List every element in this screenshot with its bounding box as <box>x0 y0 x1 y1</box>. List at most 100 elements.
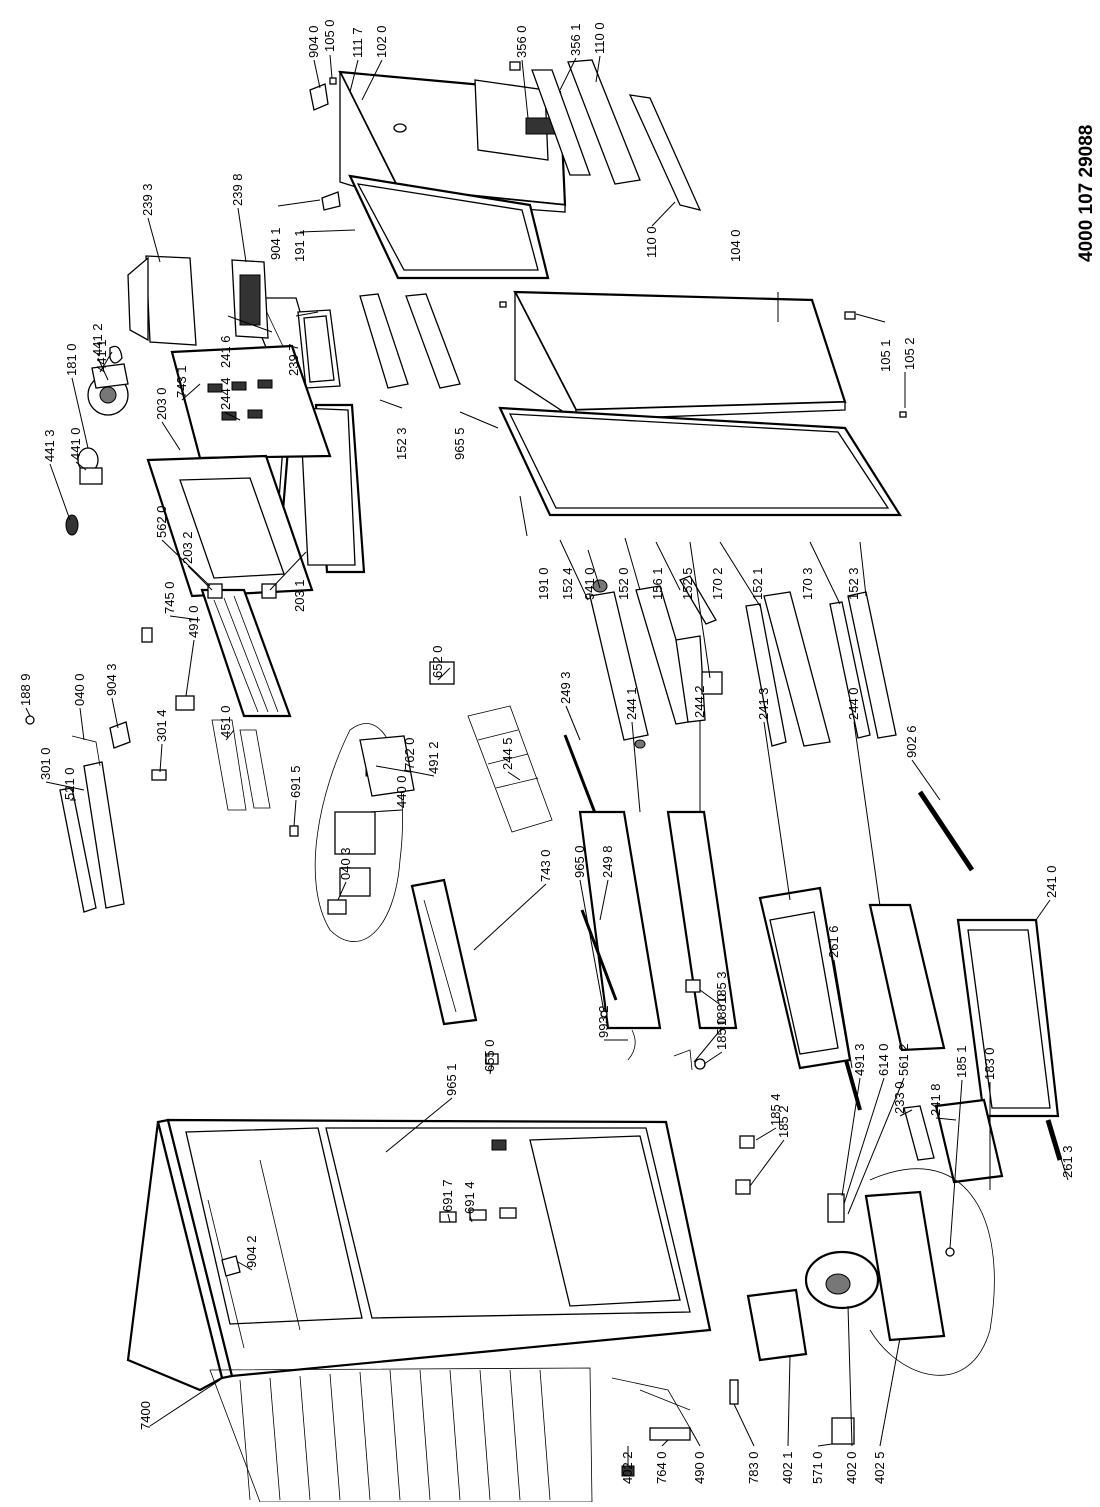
part-label-p1523a: 152 3 <box>394 427 409 460</box>
part-label-p0400: 040 0 <box>72 673 87 706</box>
hinge-904-3 <box>109 721 131 749</box>
part-label-p1523b: 152 3 <box>846 567 861 600</box>
part-label-p6917: 691 7 <box>440 1179 455 1212</box>
part-label-p3560: 356 0 <box>514 25 529 58</box>
relay-491-3 <box>827 1193 845 1223</box>
part-label-p2440: 244 0 <box>846 687 861 720</box>
part-label-p9655: 965 5 <box>452 427 467 460</box>
part-label-p4411: 441 1 <box>94 339 109 372</box>
drain-tube-491-0 <box>175 695 195 711</box>
part-label-p3014: 301 4 <box>154 709 169 742</box>
connector-040-3 <box>327 899 347 915</box>
control-box-440-0 <box>314 723 403 942</box>
part-label-p5612: 561 2 <box>896 1043 911 1076</box>
part-label-p7431: 743 1 <box>174 365 189 398</box>
crisper-drawer-241-3 <box>758 886 852 1070</box>
part-label-p4413: 441 3 <box>42 429 57 462</box>
door-gasket-191-0 <box>498 406 902 517</box>
door-shelf-152-1 <box>745 591 831 747</box>
part-label-p7640: 764 0 <box>654 1451 669 1484</box>
part-label-p2031: 203 1 <box>292 579 307 612</box>
capacitor-764-0 <box>649 1427 691 1441</box>
part-label-p6915: 691 5 <box>288 765 303 798</box>
base-assembly-183-0 <box>869 1168 995 1376</box>
part-label-p2393: 239 3 <box>140 183 155 216</box>
part-label-p1521: 152 1 <box>750 567 765 600</box>
door-shelf-152-3-lower <box>829 591 897 739</box>
cabinet <box>126 1118 712 1392</box>
door-shelf-152-4 <box>589 579 649 749</box>
compressor-cover-402-1 <box>746 1288 808 1362</box>
part-label-p3010: 301 0 <box>38 747 53 780</box>
top-hinge-301-0 <box>59 761 125 913</box>
sensor-562-0 <box>141 627 153 643</box>
part-label-p4913: 491 3 <box>852 1043 867 1076</box>
part-label-p4020: 402 0 <box>844 1451 859 1484</box>
display-cover-356-1 <box>531 69 591 176</box>
part-label-p7620: 762 0 <box>402 737 417 770</box>
glass-shelf-244-1 <box>578 810 662 1030</box>
document-number: 4000 107 29088 <box>1076 125 1097 262</box>
cable-993-2 <box>627 1029 636 1061</box>
drawer-front-233-0 <box>903 1105 935 1161</box>
part-label-p2493: 249 3 <box>558 671 573 704</box>
part-label-p4021: 402 1 <box>780 1451 795 1484</box>
part-label-p2444: 244 4 <box>218 377 233 410</box>
part-label-p2416: 241 6 <box>218 335 233 368</box>
part-label-p4410: 441 0 <box>68 427 83 460</box>
air-duct-239-3 <box>127 255 197 346</box>
part-label-p1100a: 110 0 <box>592 22 607 54</box>
part-label-p1052: 105 2 <box>902 337 917 370</box>
part-label-p4022: 402 2 <box>620 1451 635 1484</box>
part-label-p1850: 185 0 <box>714 1017 729 1050</box>
condenser-7400 <box>209 1367 593 1503</box>
part-label-p9932: 993 2 <box>596 1005 611 1038</box>
part-label-p1880: 188 0 <box>714 993 729 1026</box>
part-label-p2398: 239 8 <box>230 173 245 206</box>
fuse-691-5 <box>289 825 299 837</box>
tray-301-4 <box>151 769 167 781</box>
part-label-p9043: 904 3 <box>104 663 119 696</box>
part-label-p9410: 941 0 <box>582 567 597 600</box>
part-label-p3561: 356 1 <box>568 23 583 56</box>
part-label-p1520: 152 0 <box>616 567 631 600</box>
part-label-p1853: 185 3 <box>714 971 729 1004</box>
rear-panel-743-1 <box>170 344 332 460</box>
handle-110-0 <box>567 59 702 211</box>
part-label-p1051: 105 1 <box>878 339 893 372</box>
fan-assembly-441-2 <box>87 345 129 416</box>
part-label-p1100b: 110 0 <box>644 226 659 258</box>
fan-motor-441-0 <box>77 447 103 485</box>
evaporator-745-0 <box>200 588 292 718</box>
heater-451-0 <box>211 719 271 811</box>
evaporator-housing-203-0 <box>146 454 314 598</box>
part-label-p7400: 7400 <box>138 1401 153 1430</box>
air-channel-743-0 <box>410 878 478 1026</box>
part-label-p9651: 965 1 <box>444 1063 459 1096</box>
drawer-trim-902-6 <box>917 790 975 872</box>
part-label-p2030: 203 0 <box>154 387 169 420</box>
part-label-p2442: 244 2 <box>692 685 707 718</box>
part-label-p9042: 904 2 <box>244 1235 259 1268</box>
part-label-p1050: 105 0 <box>322 19 337 52</box>
egg-holder-156-1 <box>679 575 717 625</box>
foot-185-1 <box>945 1247 955 1257</box>
part-label-p4910: 491 0 <box>186 605 201 638</box>
evaporator-clip-203-2 <box>207 583 223 599</box>
cable-490-0 <box>611 1377 691 1429</box>
relay-571-0 <box>831 1417 855 1445</box>
part-label-p1040: 104 0 <box>728 229 743 262</box>
part-label-p7830: 783 0 <box>746 1451 761 1484</box>
door-gasket-191-1 <box>348 174 550 280</box>
cable-783-0 <box>729 1379 739 1405</box>
part-label-p9040: 904 0 <box>306 25 321 58</box>
part-label-p4510: 451 0 <box>218 705 233 738</box>
part-label-p1854: 185 4 <box>768 1093 783 1126</box>
part-label-p1561: 156 1 <box>650 567 665 600</box>
drawer-rail-261-3 <box>1045 1119 1063 1161</box>
hinge-904-1 <box>321 191 341 211</box>
part-label-p9041: 904 1 <box>268 227 283 260</box>
leader-lines <box>25 54 1069 1466</box>
